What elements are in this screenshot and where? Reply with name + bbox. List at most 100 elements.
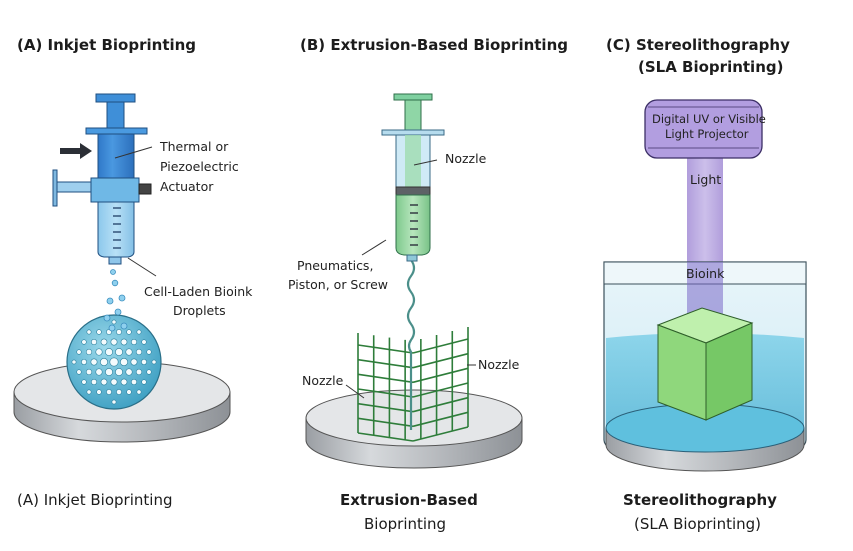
scaffold-strand <box>357 432 414 442</box>
sphere-pore <box>76 349 82 355</box>
label-bioink: Bioink <box>686 266 725 281</box>
platform-b <box>305 389 523 469</box>
sphere-pore <box>120 338 128 346</box>
sphere-pore <box>146 369 152 375</box>
sphere-pore <box>86 329 92 335</box>
sphere-pore <box>120 358 128 366</box>
scaffold-strand <box>412 338 469 354</box>
scaffold-strand <box>412 411 469 428</box>
caption-a: (A) Inkjet Bioprinting <box>17 491 173 509</box>
sphere-pore <box>81 359 87 365</box>
caption-b-line1: Extrusion-Based <box>340 491 478 509</box>
label-driver-1: Pneumatics, <box>297 258 374 273</box>
panel-b-title: (B) Extrusion-Based Bioprinting <box>300 36 568 54</box>
label-projector-2: Light Projector <box>665 127 749 141</box>
sphere-pore <box>95 368 103 376</box>
panel-a-title: (A) Inkjet Bioprinting <box>17 36 197 54</box>
sphere-pore <box>125 348 133 356</box>
scaffold-strand <box>412 382 469 398</box>
label-actuator-1: Thermal or <box>160 139 229 154</box>
sphere-pore <box>141 339 147 345</box>
label-actuator-3: Actuator <box>160 179 214 194</box>
sphere-pore <box>141 359 147 365</box>
printed-cube <box>656 307 754 421</box>
sphere-pore <box>86 389 92 395</box>
sphere-pore <box>90 378 98 386</box>
label-actuator-2: Piezoelectric <box>160 159 239 174</box>
arrow-icon <box>60 143 92 159</box>
label-projector-1: Digital UV or Visible <box>652 112 766 126</box>
scaffold-strand <box>412 426 469 442</box>
sphere-pore <box>116 389 122 395</box>
sphere-pore <box>90 338 98 346</box>
sphere-pore <box>115 348 123 356</box>
sphere-pore <box>96 329 102 335</box>
sphere-pore <box>100 358 108 366</box>
sphere-pore <box>125 368 133 376</box>
bioink-droplets <box>103 269 128 332</box>
sphere-pore <box>81 339 87 345</box>
sphere-pore <box>105 348 113 356</box>
scaffold-strand <box>412 396 469 413</box>
sphere-pore <box>109 357 119 367</box>
leader-driver <box>361 239 387 256</box>
label-nozzle-left: Nozzle <box>302 373 344 388</box>
caption-b-line2: Bioprinting <box>364 515 447 533</box>
label-droplets-2: Droplets <box>173 303 226 318</box>
scaffold-strand <box>357 373 414 384</box>
label-nozzle-top: Nozzle <box>445 151 487 166</box>
sphere-pore <box>105 368 113 376</box>
sphere-pore <box>111 319 117 325</box>
light-projector <box>644 99 763 159</box>
sphere-pore <box>81 379 87 385</box>
sphere-pore <box>136 389 142 395</box>
sphere-pore <box>111 399 117 405</box>
scaffold-strand <box>357 344 414 354</box>
sphere-pore <box>90 358 98 366</box>
extruded-filament <box>406 259 416 430</box>
sphere-pore <box>106 389 112 395</box>
sphere-pore <box>135 348 143 356</box>
sphere-pore <box>95 348 103 356</box>
caption-c-line2: (SLA Bioprinting) <box>634 515 762 533</box>
sphere-pore <box>85 348 93 356</box>
label-nozzle-right: Nozzle <box>478 357 520 372</box>
scaffold-strand <box>412 367 469 384</box>
sphere-pore <box>146 349 152 355</box>
sphere-pore <box>71 359 77 365</box>
scaffold-strand <box>412 352 469 369</box>
extrusion-syringe <box>381 93 445 262</box>
sphere-pore <box>110 338 118 346</box>
scaffold-strand <box>357 402 414 413</box>
sphere-pore <box>116 329 122 335</box>
panel-c-title-line1: (C) Stereolithography <box>606 36 790 54</box>
sphere-pore <box>151 359 157 365</box>
sphere-pore <box>85 368 93 376</box>
sphere-pore <box>120 378 128 386</box>
sphere-pore <box>136 329 142 335</box>
sphere-pore <box>126 389 132 395</box>
sphere-pore <box>130 338 138 346</box>
sphere-pore <box>100 378 108 386</box>
leader-nozzle-left <box>345 384 365 399</box>
leader-nozzle-top <box>413 159 438 166</box>
sphere-pore <box>100 338 108 346</box>
sphere-pore <box>135 368 143 376</box>
sphere-pore <box>126 329 132 335</box>
caption-c-line1: Stereolithography <box>623 491 777 509</box>
sphere-pore <box>141 379 147 385</box>
porous-sphere <box>66 314 162 410</box>
sphere-pore <box>110 378 118 386</box>
scaffold-strand <box>357 417 414 428</box>
label-droplets-1: Cell-Laden Bioink <box>144 284 253 299</box>
sphere-pore <box>96 389 102 395</box>
scaffold-strand <box>357 388 414 398</box>
scaffold-strand <box>357 358 414 369</box>
leader-droplets <box>127 257 157 277</box>
leader-actuator <box>114 146 153 159</box>
sphere-pore <box>76 369 82 375</box>
inkjet-syringe <box>52 93 152 265</box>
sphere-pore <box>130 358 138 366</box>
label-light: Light <box>690 172 722 187</box>
